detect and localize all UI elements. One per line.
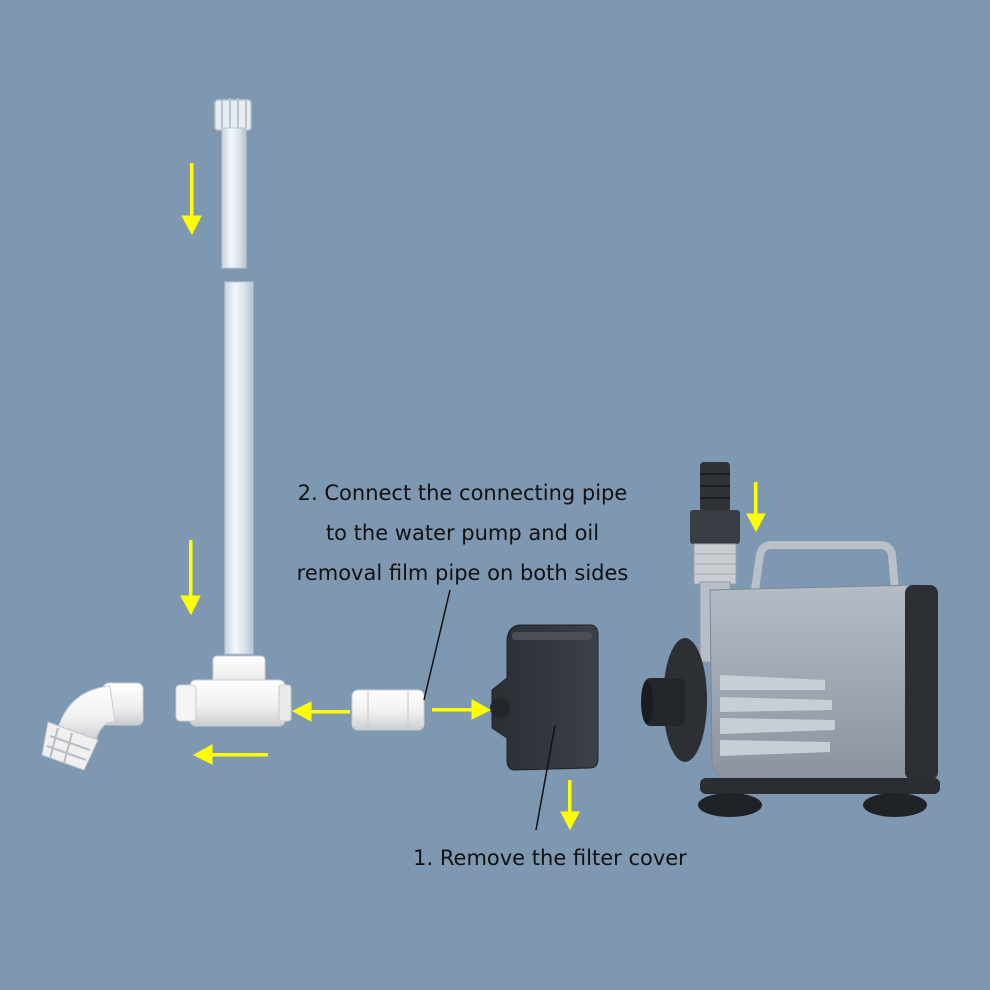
annotation-step1-text: 1. Remove the filter cover — [413, 846, 687, 870]
arrow-down-icon — [181, 163, 202, 236]
connecting-pipe — [351, 689, 425, 731]
suction-foot — [863, 793, 927, 817]
arrow-left-icon — [192, 744, 268, 765]
skimmer-head — [214, 98, 252, 269]
elbow-intake — [41, 682, 144, 771]
arrow-down-icon — [180, 540, 201, 616]
leader-line-step2 — [423, 589, 451, 701]
arrow-down-icon — [560, 780, 580, 831]
annotation-step2-line: removal film pipe on both sides — [296, 561, 629, 585]
clear-tube — [224, 281, 254, 655]
cooling-fins — [720, 675, 835, 756]
annotation-step2-line: to the water pump and oil — [325, 521, 600, 545]
annotation-step2-line: 2. Connect the connecting pipe — [297, 481, 628, 505]
strainer-icon — [41, 721, 99, 771]
arrow-right-icon — [432, 699, 492, 720]
leader-line-step1 — [535, 724, 556, 831]
pump-base — [700, 778, 940, 794]
tee-connector — [175, 655, 292, 727]
arrow-left-icon — [291, 701, 350, 722]
direction-arrows — [180, 163, 766, 831]
suction-foot — [698, 793, 762, 817]
water-pump — [641, 462, 940, 817]
annotation-step2: 2. Connect the connecting pipe to the wa… — [240, 473, 685, 593]
annotation-step1: 1. Remove the filter cover — [395, 838, 705, 878]
filter-cover — [490, 624, 599, 771]
arrow-down-icon — [746, 482, 766, 533]
